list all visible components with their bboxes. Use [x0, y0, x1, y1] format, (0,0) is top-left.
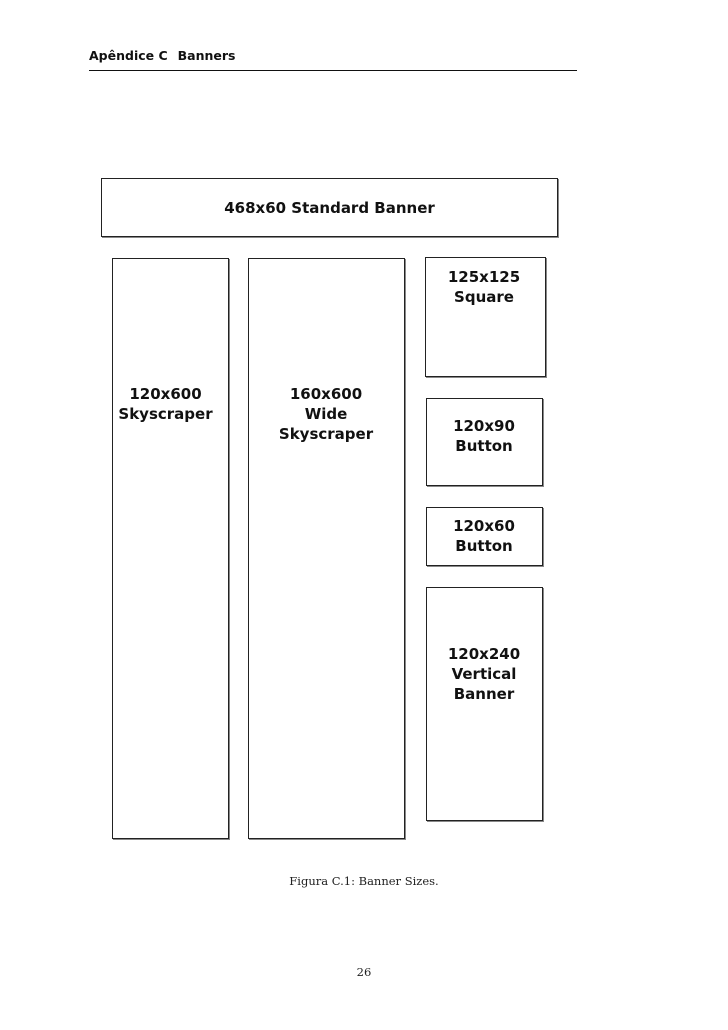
wide-skyscraper-label: 160x600 Wide Skyscraper: [278, 385, 374, 443]
vertical-banner-box: [426, 587, 543, 821]
wide-skyscraper-box: [248, 258, 405, 839]
skyscraper-box: [112, 258, 229, 839]
header-rule: [89, 70, 577, 71]
standard-banner-box: [101, 178, 558, 237]
chapter-label: Apêndice C: [89, 48, 168, 63]
square-label: 125x125 Square: [447, 268, 521, 306]
button-120x90-label: 120x90 Button: [453, 417, 515, 455]
skyscraper-label: 120x600 Skyscraper: [118, 385, 213, 423]
running-header: Apêndice C Banners: [89, 48, 236, 63]
button-120x90-box: [426, 398, 543, 486]
chapter-title: Banners: [177, 48, 236, 63]
figure-caption: Figura C.1: Banner Sizes.: [289, 874, 439, 888]
square-box: [425, 257, 546, 377]
page-number: 26: [356, 965, 372, 979]
button-120x60-box: [426, 507, 543, 566]
button-120x60-label: 120x60 Button: [453, 517, 515, 555]
standard-banner-label: 468x60 Standard Banner: [224, 199, 435, 217]
vertical-banner-label: 120x240 Vertical Banner: [447, 645, 521, 703]
